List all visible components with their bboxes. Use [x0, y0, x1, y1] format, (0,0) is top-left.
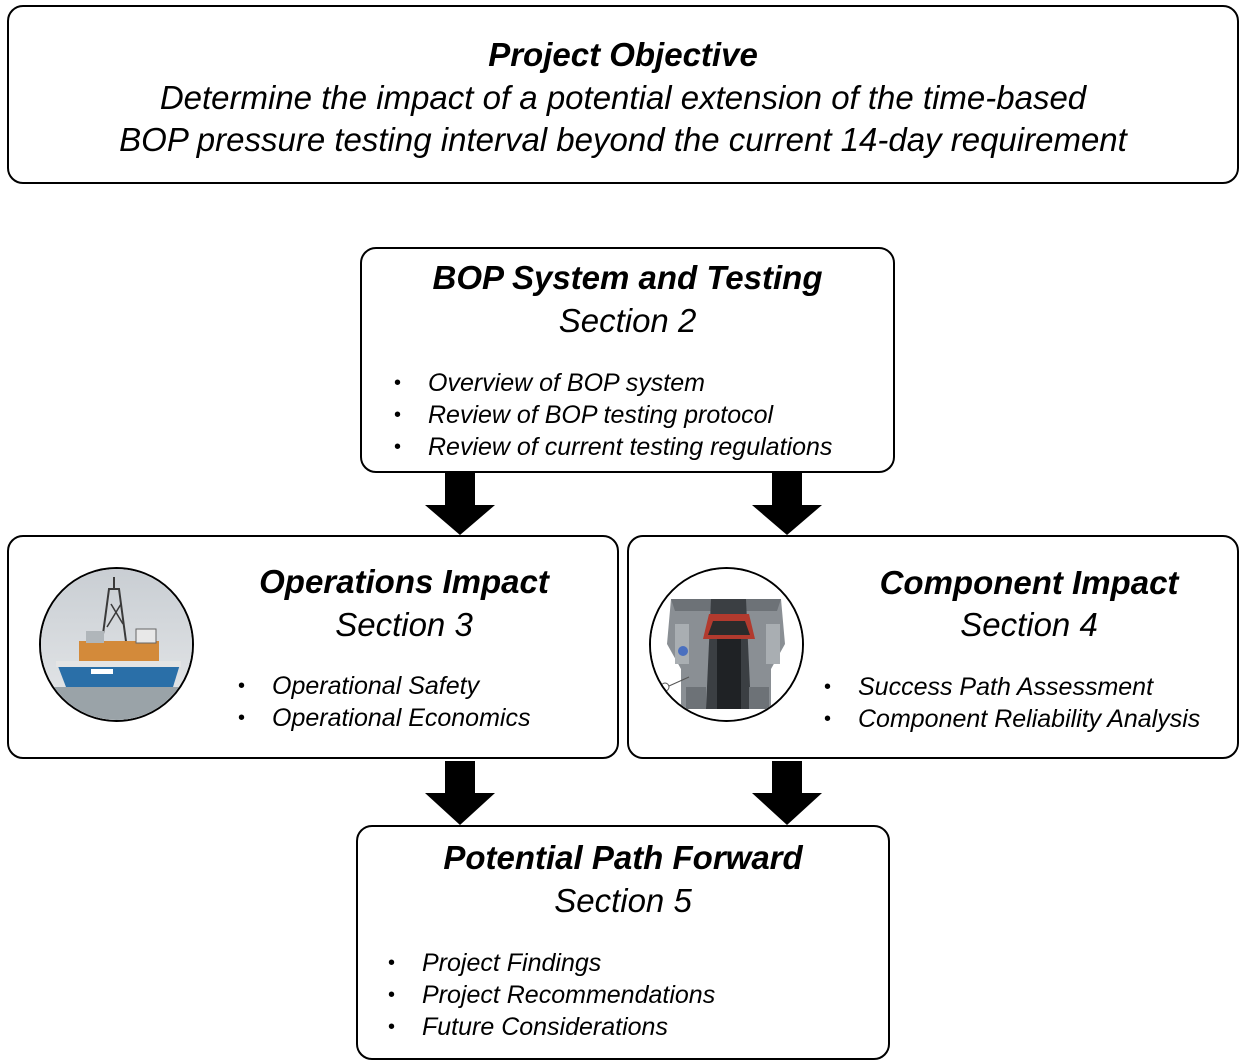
bop-system-section: Section 2 — [558, 302, 697, 339]
bullet-item: Success Path Assessment — [824, 671, 1200, 703]
bullet-item: Future Considerations — [388, 1011, 715, 1043]
operations-impact-bullets: Operational Safety Operational Economics — [238, 670, 530, 734]
bullet-item: Review of current testing regulations — [394, 431, 832, 463]
bullet-item: Component Reliability Analysis — [824, 703, 1200, 735]
down-arrow-icon — [425, 473, 495, 535]
objective-line-2: BOP pressure testing interval beyond the… — [119, 121, 1127, 158]
path-forward-title: Potential Path Forward — [443, 839, 803, 876]
path-forward-bullets: Project Findings Project Recommendations… — [388, 947, 715, 1043]
bullet-item: Review of BOP testing protocol — [394, 399, 832, 431]
drillship-photo-icon — [39, 567, 194, 722]
down-arrow-icon — [752, 761, 822, 825]
down-arrow-icon — [425, 761, 495, 825]
bop-cutaway-photo-icon — [649, 567, 804, 722]
component-impact-title: Component Impact — [879, 564, 1179, 601]
bop-system-bullets: Overview of BOP system Review of BOP tes… — [394, 367, 832, 463]
operations-impact-section: Section 3 — [335, 606, 473, 643]
bop-system-title: BOP System and Testing — [432, 259, 823, 296]
path-forward-section: Section 5 — [554, 882, 692, 919]
component-impact-bullets: Success Path Assessment Component Reliab… — [824, 671, 1200, 735]
objective-box: Project Objective Determine the impact o… — [7, 5, 1239, 184]
objective-line-1: Determine the impact of a potential exte… — [159, 79, 1087, 116]
bullet-item: Overview of BOP system — [394, 367, 832, 399]
bop-system-box: BOP System and Testing Section 2 Overvie… — [360, 247, 895, 473]
operations-impact-title: Operations Impact — [259, 563, 549, 600]
bullet-item: Operational Economics — [238, 702, 530, 734]
objective-title: Project Objective — [488, 36, 758, 73]
bullet-item: Project Recommendations — [388, 979, 715, 1011]
bullet-item: Operational Safety — [238, 670, 530, 702]
bullet-item: Project Findings — [388, 947, 715, 979]
component-impact-section: Section 4 — [960, 606, 1098, 643]
path-forward-box: Potential Path Forward Section 5 Project… — [356, 825, 890, 1060]
down-arrow-icon — [752, 473, 822, 535]
